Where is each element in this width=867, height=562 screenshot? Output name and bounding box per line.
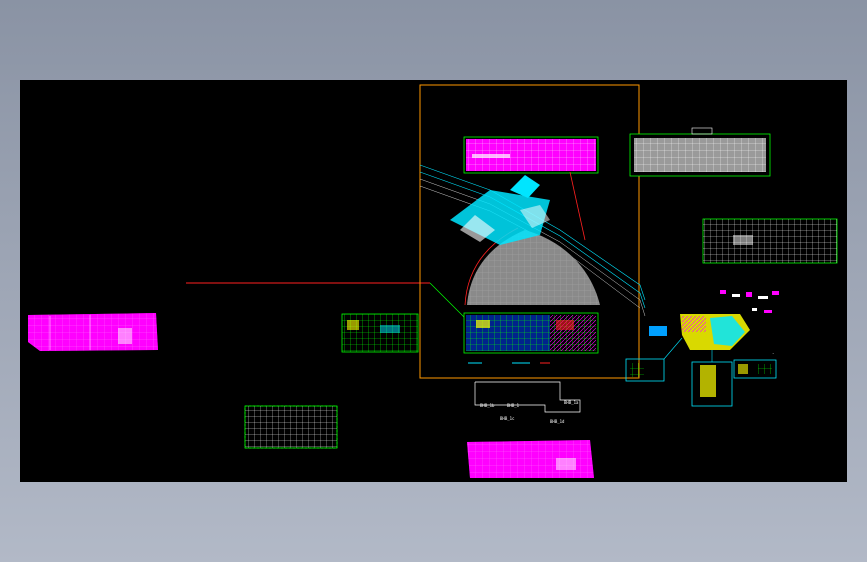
grey-plan-top-right[interactable] <box>629 127 771 177</box>
cad-model-space[interactable]: BHB_1b BHB_1 BHB_1a BHB_1c BHB_1d <box>20 80 847 482</box>
detail-note: - <box>772 351 774 356</box>
key-plan-outline[interactable]: BHB_1b BHB_1 BHB_1a BHB_1c BHB_1d <box>474 381 581 424</box>
label-d: BHB_1c <box>500 416 515 421</box>
magenta-plan-top[interactable] <box>463 136 599 174</box>
grey-fan-structure[interactable] <box>464 171 600 306</box>
green-leader-line <box>429 282 466 319</box>
annotation-marks <box>720 290 779 313</box>
cyan-station[interactable] <box>450 175 550 245</box>
label-a: BHB_1b <box>480 403 495 408</box>
drawing-svg: BHB_1b BHB_1 BHB_1a BHB_1c BHB_1d <box>28 84 838 478</box>
detailed-plan-bottom[interactable] <box>463 312 599 354</box>
label-c: BHB_1a <box>564 400 579 405</box>
magenta-plan-bottom[interactable] <box>467 440 594 478</box>
grid-plan-bottom-left[interactable] <box>244 405 338 449</box>
detail-cluster-right[interactable]: - <box>625 314 777 407</box>
grid-plan-right[interactable] <box>702 218 838 264</box>
label-e: BHB_1d <box>550 419 565 424</box>
label-b: BHB_1 <box>507 403 520 408</box>
sheet-frame[interactable] <box>419 84 640 379</box>
magenta-plan-left[interactable] <box>28 313 158 351</box>
green-plan-mid-left[interactable] <box>341 313 419 353</box>
